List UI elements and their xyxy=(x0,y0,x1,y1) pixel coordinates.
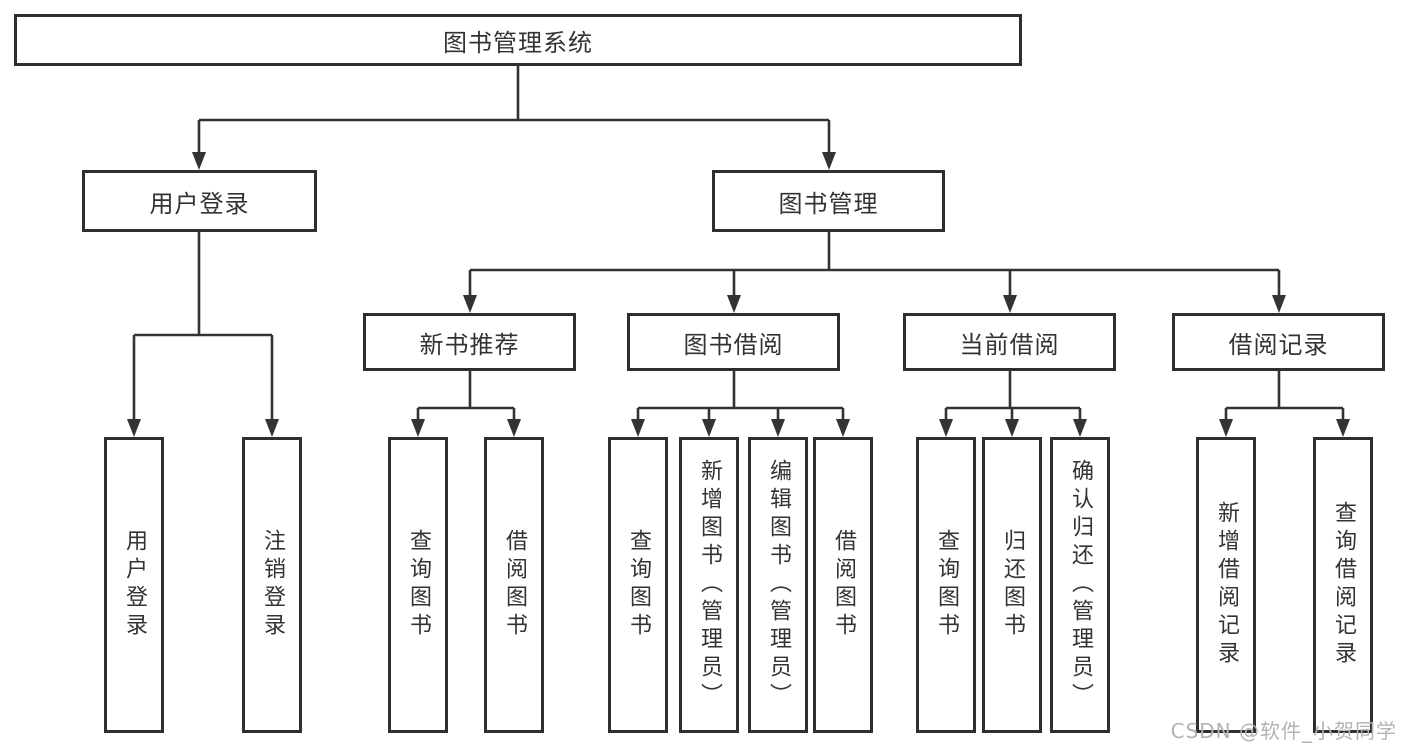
node-user-login: 用户登录 xyxy=(82,170,317,232)
node-current-borrowing: 当前借阅 xyxy=(903,313,1116,371)
leaf-add-books-admin: 新增图书（管理员） xyxy=(679,437,739,733)
leaf-logout: 注销登录 xyxy=(242,437,302,733)
leaf-query-books-borrow: 查询图书 xyxy=(608,437,668,733)
leaf-edit-books-admin: 编辑图书（管理员） xyxy=(748,437,808,733)
node-borrowing-records: 借阅记录 xyxy=(1172,313,1385,371)
leaf-confirm-return-admin: 确认归还（管理员） xyxy=(1050,437,1110,733)
leaf-user-login: 用户登录 xyxy=(104,437,164,733)
node-book-management: 图书管理 xyxy=(712,170,945,232)
node-new-book-recommendation: 新书推荐 xyxy=(363,313,576,371)
leaf-borrow-books-recommend: 借阅图书 xyxy=(484,437,544,733)
leaf-query-borrow-record: 查询借阅记录 xyxy=(1313,437,1373,733)
leaf-return-books: 归还图书 xyxy=(982,437,1042,733)
leaf-add-borrow-record: 新增借阅记录 xyxy=(1196,437,1256,733)
node-book-borrowing: 图书借阅 xyxy=(627,313,840,371)
leaf-query-books-recommend: 查询图书 xyxy=(388,437,448,733)
leaf-query-books-current: 查询图书 xyxy=(916,437,976,733)
leaf-borrow-books: 借阅图书 xyxy=(813,437,873,733)
node-library-management-system: 图书管理系统 xyxy=(14,14,1022,66)
csdn-watermark: CSDN @软件_小贺同学 xyxy=(1170,719,1397,743)
